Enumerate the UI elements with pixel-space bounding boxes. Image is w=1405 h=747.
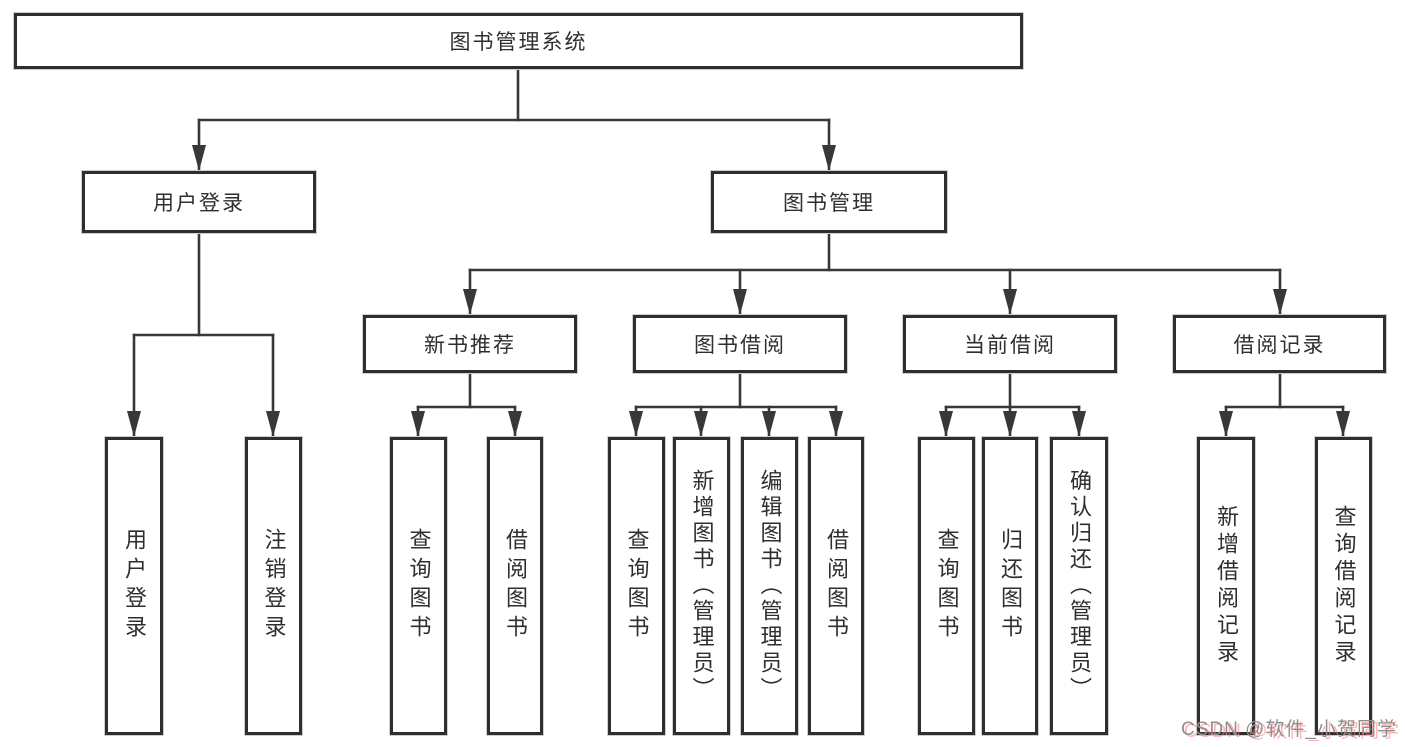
leaf-query-books-borrowing: 查询图书 <box>608 437 665 735</box>
leaf-return-books: 归还图书 <box>982 437 1038 735</box>
watermark-text: CSDN @软件_小贺同学 <box>1181 719 1397 740</box>
node-book-management: 图书管理 <box>711 171 947 233</box>
node-user-login: 用户登录 <box>82 171 316 233</box>
leaf-logout: 注销登录 <box>245 437 302 735</box>
node-borrowing-records: 借阅记录 <box>1173 315 1386 373</box>
node-book-borrowing: 图书借阅 <box>633 315 847 373</box>
leaf-add-borrow-record: 新增借阅记录 <box>1197 437 1255 735</box>
leaf-edit-book-admin: 编辑图书（管理员） <box>741 437 798 735</box>
leaf-borrow-books-borrowing: 借阅图书 <box>808 437 864 735</box>
leaf-confirm-return-admin: 确认归还（管理员） <box>1050 437 1108 735</box>
leaf-borrow-books-recommend: 借阅图书 <box>487 437 543 735</box>
leaf-query-borrow-record: 查询借阅记录 <box>1315 437 1372 735</box>
leaf-user-login: 用户登录 <box>105 437 163 735</box>
node-library-system: 图书管理系统 <box>14 13 1023 69</box>
leaf-query-books-current: 查询图书 <box>918 437 975 735</box>
leaf-query-books-recommend: 查询图书 <box>390 437 447 735</box>
node-current-borrowing: 当前借阅 <box>903 315 1117 373</box>
leaf-add-book-admin: 新增图书（管理员） <box>673 437 730 735</box>
node-new-book-recommend: 新书推荐 <box>363 315 577 373</box>
